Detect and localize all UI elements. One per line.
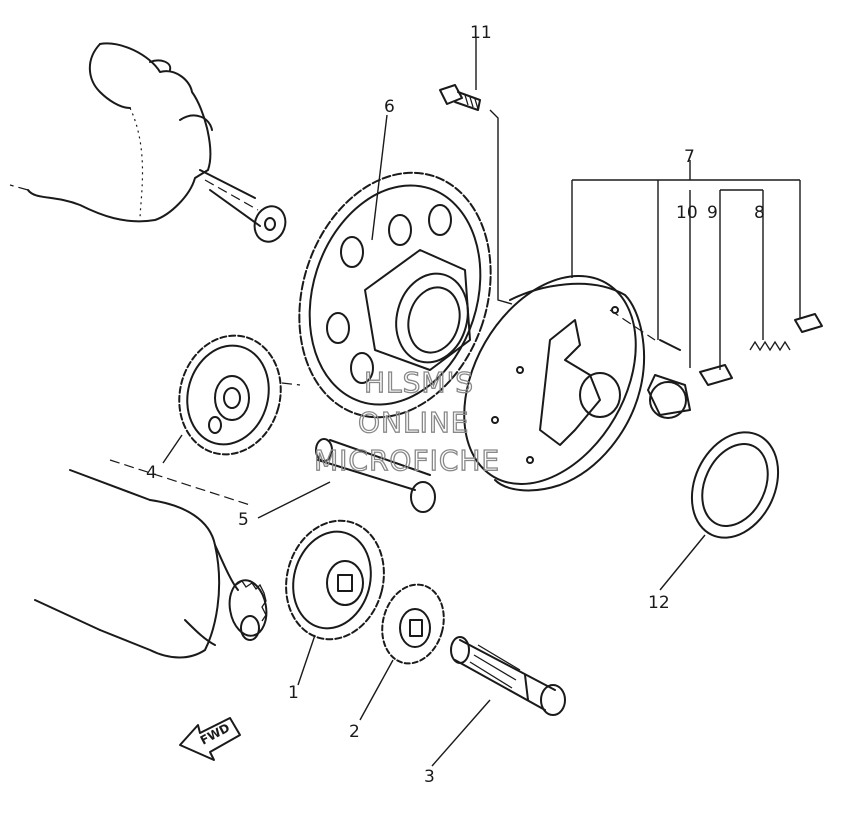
washer [690, 431, 780, 539]
leader-lines [162, 38, 801, 767]
gear-large [298, 171, 492, 419]
callout-12: 12 [648, 593, 670, 613]
watermark-line-1: HLSM'S [364, 366, 474, 399]
callout-5: 5 [238, 510, 249, 530]
callout-8: 8 [754, 203, 765, 223]
callout-4: 4 [146, 463, 157, 483]
watermark-line-2: ONLINE [358, 406, 469, 439]
crankshaft [9, 42, 287, 243]
clutch-rollers [647, 313, 823, 419]
callout-9: 9 [707, 203, 718, 223]
callout-10: 10 [676, 203, 698, 223]
watermark: HLSM'S ONLINE MICROFICHE [313, 365, 500, 477]
gear-idler [178, 334, 301, 456]
callout-11: 11 [470, 23, 492, 43]
gear-2 [381, 583, 445, 665]
starter-motor [34, 459, 268, 659]
splined-shaft [450, 636, 566, 716]
shaft [315, 438, 436, 513]
callout-6: 6 [384, 97, 395, 117]
bolt [439, 84, 513, 305]
fwd-arrow-icon: FWD [179, 717, 241, 761]
watermark-line-3: MICROFICHE [314, 444, 500, 477]
callout-3: 3 [424, 767, 435, 787]
callout-2: 2 [349, 722, 360, 742]
callout-numbers: 11 6 7 10 9 8 4 5 12 1 2 3 [146, 23, 765, 787]
callout-7: 7 [684, 147, 695, 167]
gear-1 [285, 519, 385, 641]
starter-clutch [463, 275, 656, 492]
callout-1: 1 [288, 683, 299, 703]
